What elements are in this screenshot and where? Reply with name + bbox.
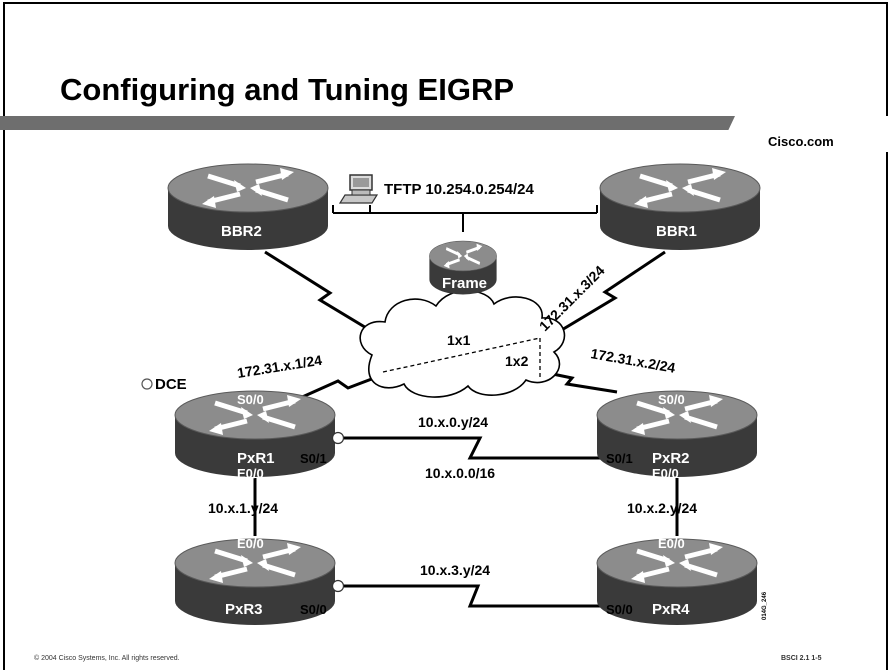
- pxr4-s00: S0/0: [606, 602, 633, 617]
- pxr3-e00: E0/0: [237, 536, 264, 551]
- dce-marker-pxr3: [331, 579, 345, 593]
- dce-marker-legend: [141, 378, 153, 390]
- pxr2-e00: E0/0: [652, 466, 679, 481]
- label-net-10x2y: 10.x.2.y/24: [627, 500, 697, 516]
- pxr2-s00: S0/0: [658, 392, 685, 407]
- label-dce: DCE: [155, 376, 187, 393]
- link-bbr1-cloud: [544, 250, 666, 342]
- label-pxr1-link: 172.31.x.1/24: [236, 352, 323, 381]
- label-net-10x00: 10.x.0.0/16: [425, 465, 495, 481]
- title-rule-bar: [0, 116, 891, 130]
- slide-title: Configuring and Tuning EIGRP: [60, 72, 515, 107]
- label-pxr1: PxR1: [237, 450, 275, 467]
- link-pxr3-pxr4: [337, 584, 607, 608]
- label-net-10x1y: 10.x.1.y/24: [208, 500, 278, 516]
- link-pxr1-cloud: [299, 370, 391, 400]
- label-pxr4: PxR4: [652, 601, 690, 618]
- pxr3-s00: S0/0: [300, 602, 327, 617]
- label-tftp: TFTP 10.254.0.254/24: [384, 181, 534, 198]
- label-bbr1: BBR1: [656, 223, 697, 240]
- link-pxr1-pxr2: [337, 436, 607, 460]
- course-page-footer: BSCI 2.1 1-5: [781, 655, 822, 662]
- label-pxr2-link: 172.31.x.2/24: [589, 345, 676, 376]
- label-pxr2: PxR2: [652, 450, 690, 467]
- label-bbr2: BBR2: [221, 223, 262, 240]
- label-pvc-1x2: 1x2: [505, 353, 529, 369]
- copyright-footer: © 2004 Cisco Systems, Inc. All rights re…: [34, 655, 180, 662]
- pxr1-s01: S0/1: [300, 451, 327, 466]
- label-net-10x0y: 10.x.0.y/24: [418, 414, 488, 430]
- pxr1-e00: E0/0: [237, 466, 264, 481]
- label-frame: Frame: [442, 275, 487, 292]
- label-pxr3: PxR3: [225, 601, 263, 618]
- pxr1-s00: S0/0: [237, 392, 264, 407]
- label-pvc-1x1: 1x1: [447, 332, 471, 348]
- pxr2-s01: S0/1: [606, 451, 633, 466]
- link-pxr2-cloud: [542, 370, 618, 394]
- dce-marker-pxr1: [331, 431, 345, 445]
- frame-relay-cloud: [359, 289, 566, 398]
- tftp-server-icon: [338, 174, 379, 204]
- slide-frame: [3, 2, 888, 670]
- figure-id: 014G_246: [762, 591, 768, 620]
- link-bbr2-cloud: [264, 250, 379, 337]
- cisco-brand: Cisco.com: [768, 134, 834, 149]
- label-net-10x3y: 10.x.3.y/24: [420, 562, 490, 578]
- pxr4-e00: E0/0: [658, 536, 685, 551]
